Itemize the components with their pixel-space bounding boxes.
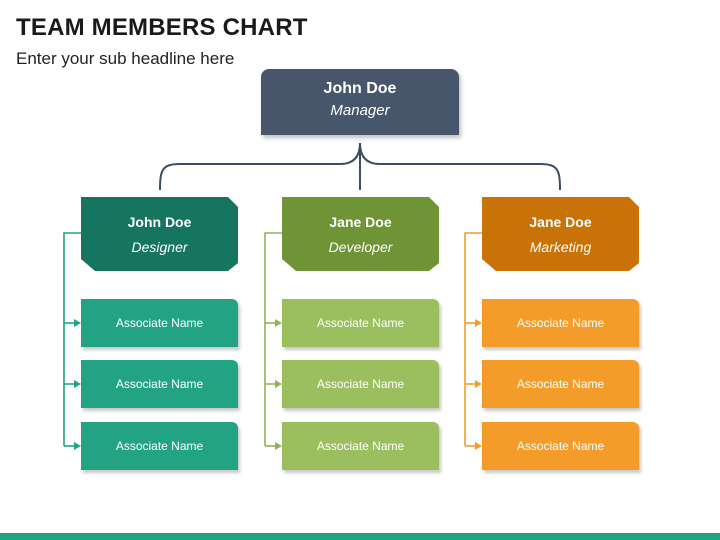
team-head-role: Developer bbox=[328, 239, 393, 255]
manager-name: John Doe bbox=[323, 80, 397, 97]
team-bracket-line bbox=[264, 232, 282, 446]
arrow-head-icon bbox=[275, 319, 282, 327]
arrow-head-icon bbox=[475, 442, 482, 450]
team-head-role: Designer bbox=[131, 239, 188, 255]
associate-box: Associate Name bbox=[81, 422, 238, 470]
arrow-head-icon bbox=[74, 380, 81, 388]
page-subtitle: Enter your sub headline here bbox=[16, 49, 235, 68]
team-head-name: Jane Doe bbox=[529, 214, 592, 230]
manager-role: Manager bbox=[330, 102, 390, 119]
page-title: TEAM MEMBERS CHART bbox=[16, 14, 308, 41]
team-head-developer: Jane Doe Developer bbox=[282, 197, 439, 271]
team-bracket-line bbox=[63, 232, 81, 446]
brace-connector bbox=[159, 142, 561, 191]
arrow-head-icon bbox=[74, 319, 81, 327]
arrow-head-icon bbox=[275, 442, 282, 450]
team-head-name: Jane Doe bbox=[329, 214, 392, 230]
associate-box: Associate Name bbox=[282, 299, 439, 347]
team-head-name: John Doe bbox=[127, 214, 192, 230]
team-bracket-line bbox=[464, 232, 482, 446]
associate-box: Associate Name bbox=[482, 299, 639, 347]
bottom-accent-bar bbox=[0, 533, 720, 540]
associate-box: Associate Name bbox=[81, 299, 238, 347]
arrow-head-icon bbox=[275, 380, 282, 388]
associate-box: Associate Name bbox=[282, 422, 439, 470]
associate-box: Associate Name bbox=[482, 360, 639, 408]
associate-box: Associate Name bbox=[482, 422, 639, 470]
associate-box: Associate Name bbox=[81, 360, 238, 408]
team-head-marketing: Jane Doe Marketing bbox=[482, 197, 639, 271]
team-head-designer: John Doe Designer bbox=[81, 197, 238, 271]
manager-box: John Doe Manager bbox=[261, 69, 459, 135]
arrow-head-icon bbox=[475, 380, 482, 388]
team-head-role: Marketing bbox=[529, 239, 592, 255]
arrow-head-icon bbox=[74, 442, 81, 450]
associate-box: Associate Name bbox=[282, 360, 439, 408]
arrow-head-icon bbox=[475, 319, 482, 327]
